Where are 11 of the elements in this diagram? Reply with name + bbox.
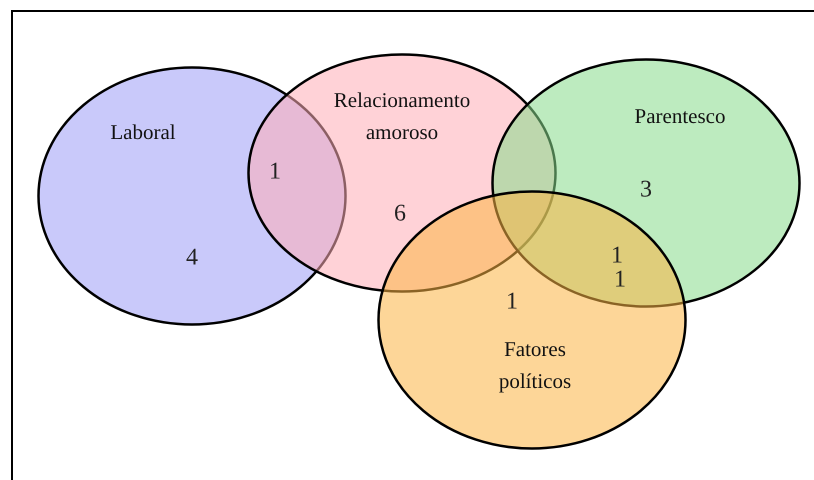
count-label: 1 <box>269 158 281 186</box>
count-label: 4 <box>186 244 198 272</box>
count-label: 1 <box>611 242 623 270</box>
count-label: 1 <box>614 266 626 294</box>
set-label: Relacionamento amoroso <box>332 87 472 146</box>
count-label: 6 <box>394 200 406 228</box>
count-label: 3 <box>640 176 652 204</box>
set-label: Fatores políticos <box>498 336 572 395</box>
set-label: Laboral <box>109 119 177 146</box>
set-label: Parentesco <box>634 103 726 130</box>
count-label: 1 <box>506 288 518 316</box>
